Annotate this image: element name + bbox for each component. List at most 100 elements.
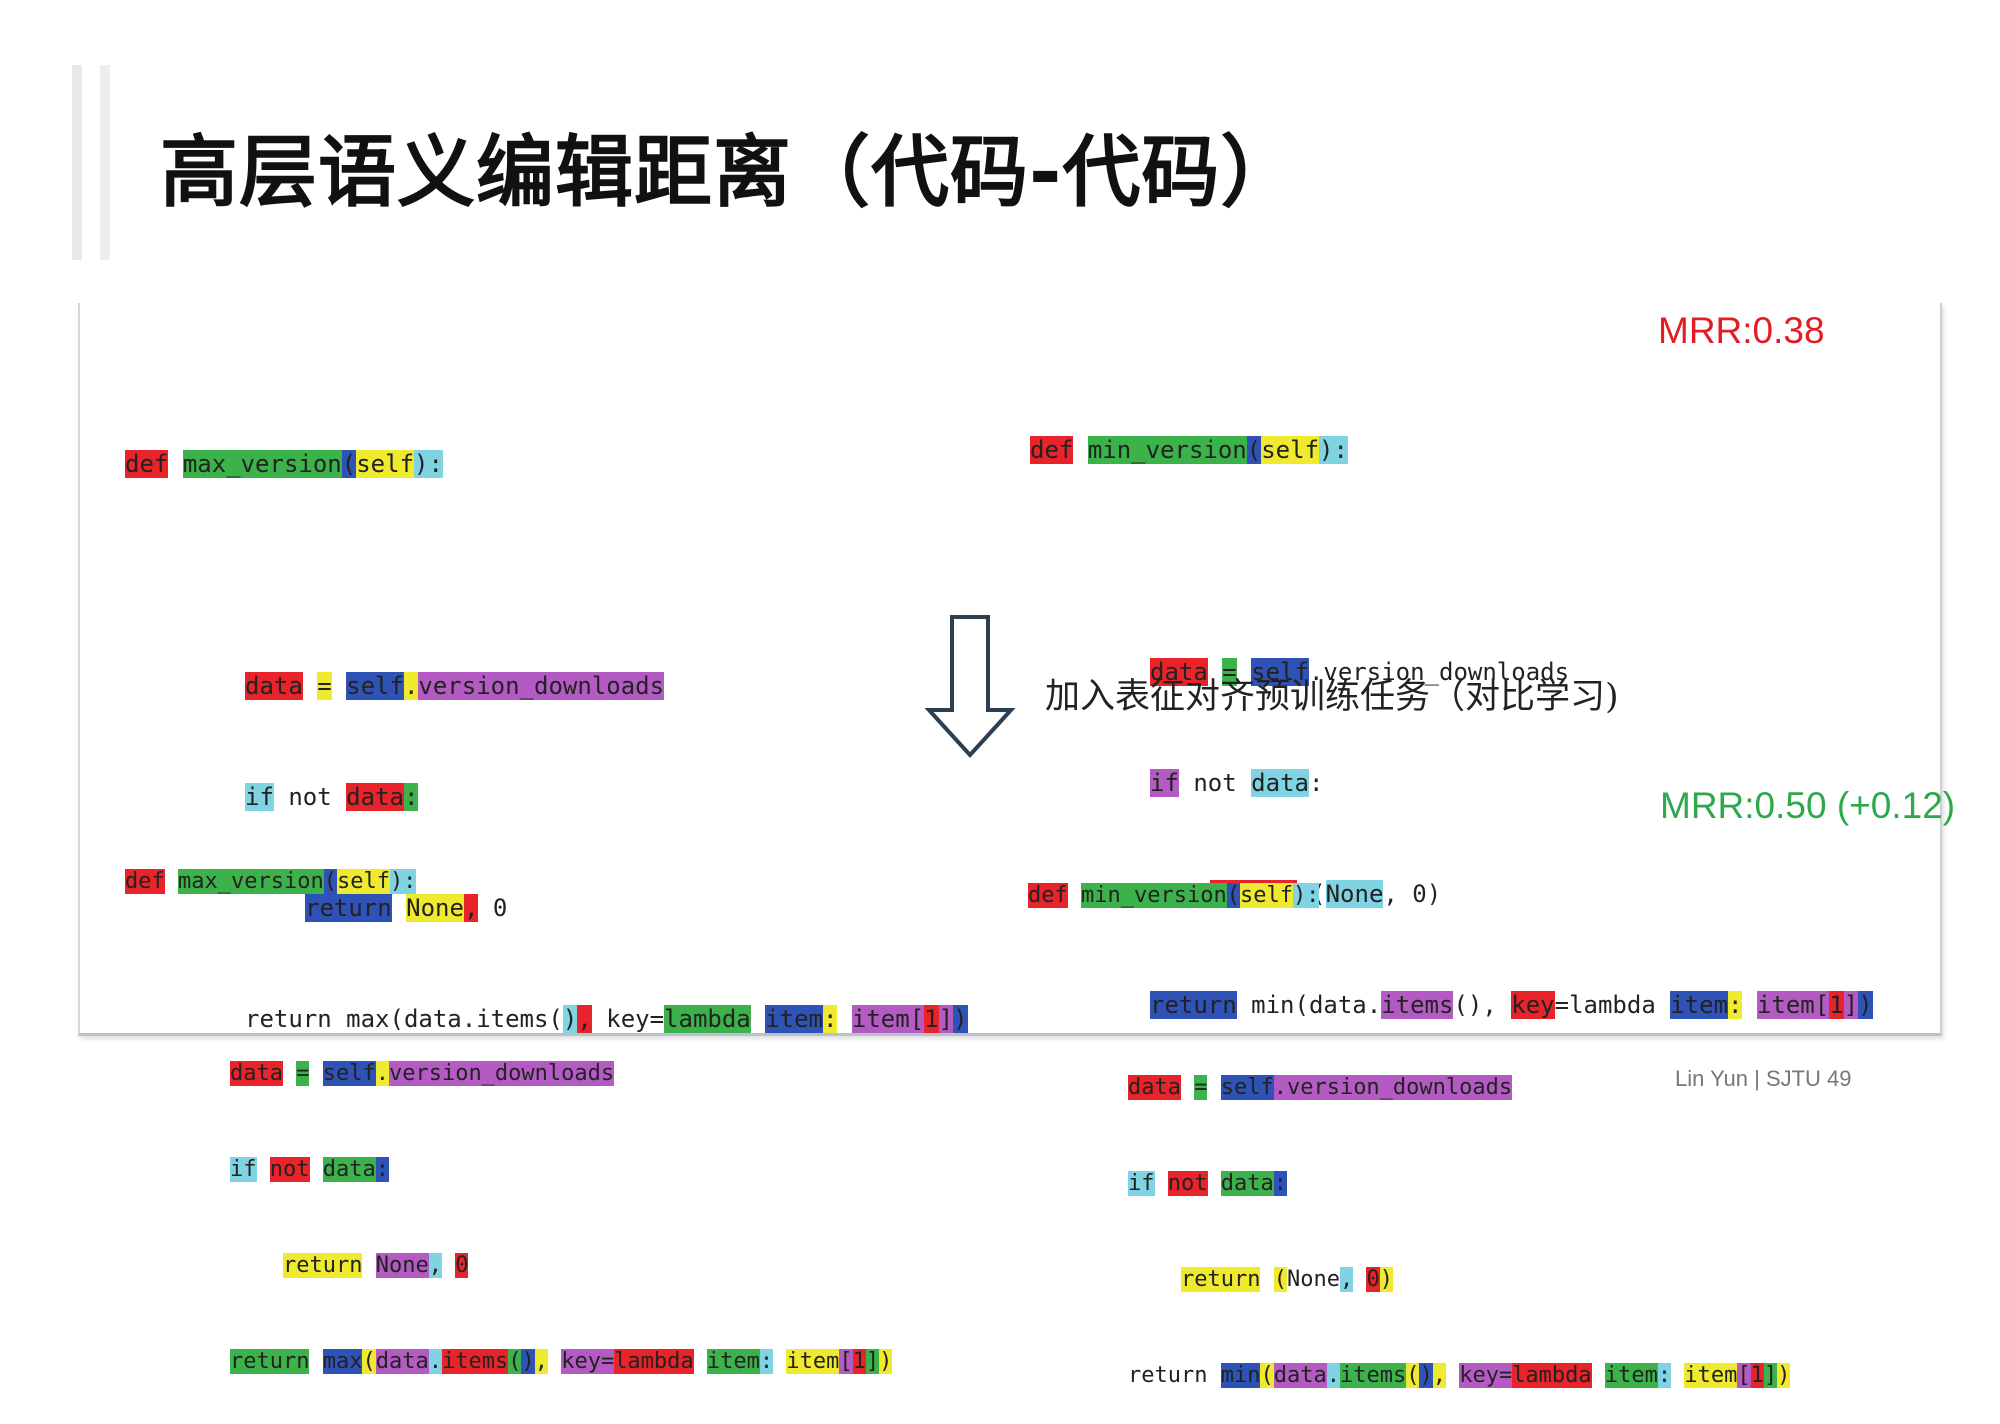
code-token: self — [1251, 658, 1309, 686]
code-token: ( — [508, 1349, 522, 1374]
code-token: ): — [1292, 883, 1320, 908]
code-token: data — [322, 1157, 376, 1182]
slide-title: 高层语义编辑距离（代码-代码） — [160, 128, 1300, 218]
code-token: None — [1325, 880, 1384, 908]
code-token: not — [1193, 769, 1237, 797]
code-token: ) — [1777, 1363, 1791, 1388]
code-token: def — [1028, 883, 1068, 908]
code-token: ) — [1419, 1363, 1433, 1388]
code-token: self — [356, 450, 415, 478]
code-token: return — [305, 894, 392, 922]
down-arrow-icon — [925, 615, 1015, 758]
code-token: ] — [938, 1005, 954, 1033]
code-token: def — [125, 450, 169, 478]
code-token: = — [1194, 1075, 1208, 1100]
code-line: return max(data.items(), key=lambda item… — [125, 1346, 893, 1378]
code-line: def max_version(self): — [125, 866, 892, 898]
code-token: items — [1381, 991, 1454, 1019]
code-token: . — [375, 1061, 389, 1086]
code-token: max_version — [178, 869, 324, 894]
code-token: 1 — [1829, 991, 1844, 1019]
code-token: 0 — [1366, 1267, 1380, 1292]
code-line: def min_version(self): — [1028, 880, 1790, 912]
code-token: : — [1273, 1171, 1287, 1196]
code-token: : — [759, 1349, 774, 1374]
code-token: data — [1150, 658, 1208, 686]
code-token: items — [441, 1349, 509, 1374]
code-token: self — [1261, 436, 1320, 464]
code-line: if not data: — [1028, 1168, 1790, 1200]
code-token: = — [296, 1061, 310, 1086]
code-token: min — [1220, 1363, 1261, 1388]
code-token: ( — [1273, 1267, 1287, 1292]
code-token: self — [336, 869, 390, 894]
code-token: data — [1220, 1171, 1274, 1196]
code-token: ): — [1319, 436, 1348, 464]
code-token: lambda — [664, 1005, 751, 1033]
code-token: : — [1308, 769, 1324, 797]
code-token: = — [317, 672, 332, 700]
code-token: =lambda — [1554, 991, 1656, 1019]
code-token: if — [1150, 769, 1179, 797]
code-token: def — [1030, 436, 1074, 464]
code-token: ( — [1260, 1363, 1274, 1388]
code-token: 1 — [852, 1349, 866, 1374]
mrr-before-label: MRR:0.38 — [1658, 310, 1825, 351]
code-token: , — [1432, 1363, 1446, 1388]
code-token: return — [1128, 1363, 1208, 1388]
code-token: 1 — [924, 1005, 939, 1033]
code-token: item[ — [851, 1005, 925, 1033]
code-token: ] — [865, 1349, 880, 1374]
code-token: key= — [1459, 1363, 1513, 1388]
code-line: data = self.version_downloads — [1030, 654, 1873, 691]
code-token: max — [322, 1349, 363, 1374]
code-token: key — [1511, 991, 1555, 1019]
code-token: self — [1239, 883, 1293, 908]
footer-page-label: Lin Yun | SJTU 49 — [1675, 1066, 1852, 1091]
code-line: data = self.version_downloads — [125, 1058, 892, 1090]
code-token: data — [230, 1061, 283, 1086]
code-token: ): — [389, 869, 417, 894]
code-token: item — [786, 1349, 840, 1374]
code-token: min_version — [1087, 436, 1247, 464]
code-token: data — [1128, 1075, 1181, 1100]
code-token: item[ — [1756, 991, 1830, 1019]
code-token: ( — [341, 450, 357, 478]
code-line: if not data: — [125, 1154, 892, 1186]
code-line: return min(data.items(), key=lambda item… — [1030, 987, 1873, 1024]
arrow-label: 加入表征对齐预训练任务（对比学习) — [1045, 677, 1619, 717]
code-token: 0 — [455, 1253, 469, 1278]
code-line: return None, 0 — [125, 890, 968, 927]
code-token: return — [230, 1349, 310, 1374]
code-token: if — [245, 783, 274, 811]
code-token: item — [706, 1349, 760, 1374]
code-token: data — [1273, 1363, 1327, 1388]
code-token: [ — [839, 1349, 853, 1374]
code-token: , — [428, 1253, 442, 1278]
code-token: item — [1684, 1363, 1738, 1388]
code-token: ) — [521, 1349, 535, 1374]
code-token: key= — [561, 1349, 615, 1374]
code-token: max_version — [182, 450, 342, 478]
code-bottom-left: def max_version(self): data = self.versi… — [125, 802, 893, 1410]
code-token: ( — [1246, 436, 1262, 464]
code-token: : — [375, 1157, 389, 1182]
code-token: ) — [879, 1349, 893, 1374]
code-token: items — [1339, 1363, 1407, 1388]
code-token: : — [823, 1005, 838, 1033]
code-bottom-right: def min_version(self): data = self.versi… — [1028, 816, 1791, 1424]
code-line: data = self.version_downloads — [1028, 1072, 1790, 1104]
code-token: return — [283, 1253, 363, 1278]
code-token: 0 — [492, 894, 508, 922]
code-token: : — [1657, 1363, 1672, 1388]
code-line: def max_version(self): — [125, 446, 968, 483]
code-token: ) — [562, 1005, 578, 1033]
code-token: , — [1339, 1267, 1354, 1292]
code-token: None — [375, 1253, 429, 1278]
code-token: self — [322, 1061, 376, 1086]
code-token: if — [1128, 1171, 1155, 1196]
code-token: . — [428, 1349, 442, 1374]
code-token: version_downloads — [418, 672, 665, 700]
code-token: = — [1222, 658, 1237, 686]
code-token: def — [125, 869, 165, 894]
